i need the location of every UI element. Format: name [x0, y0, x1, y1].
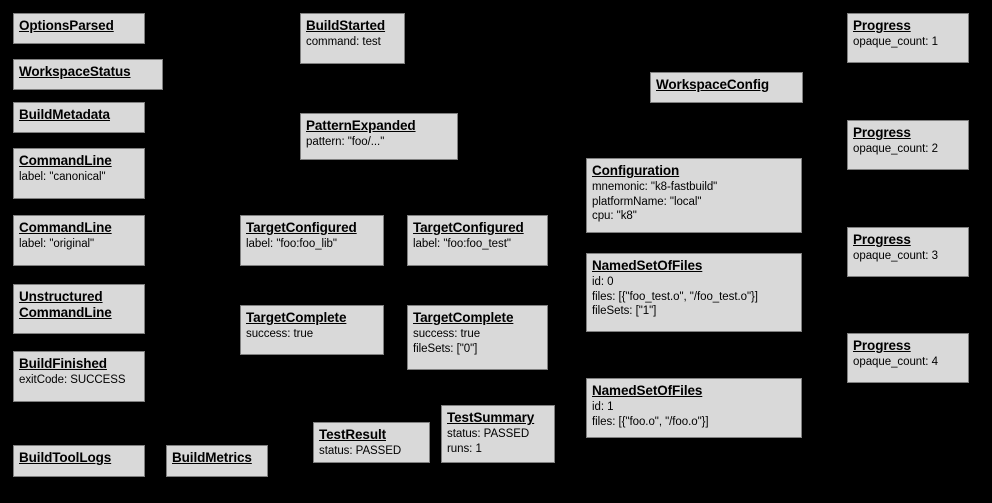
- node-fields: success: true: [246, 327, 378, 342]
- node-field: files: [{"foo_test.o", "/foo_test.o"}]: [592, 290, 758, 303]
- node-command-line-canonical[interactable]: CommandLine label: "canonical": [13, 148, 145, 199]
- node-title: NamedSetOfFiles: [592, 383, 703, 398]
- node-title: BuildFinished: [19, 356, 107, 371]
- node-build-finished[interactable]: BuildFinished exitCode: SUCCESS: [13, 351, 145, 402]
- node-fields: status: PASSED: [319, 444, 424, 459]
- node-fields: opaque_count: 2: [853, 142, 963, 157]
- node-configuration[interactable]: Configuration mnemonic: "k8-fastbuild" pla…: [586, 158, 802, 233]
- node-fields: label: "foo:foo_lib": [246, 237, 378, 252]
- node-title: OptionsParsed: [19, 18, 114, 33]
- node-test-summary[interactable]: TestSummary status: PASSED runs: 1: [441, 405, 555, 463]
- node-field: opaque_count: 2: [853, 142, 938, 155]
- node-field: pattern: "foo/...": [306, 135, 385, 148]
- node-build-started[interactable]: BuildStarted command: test: [300, 13, 405, 64]
- node-title: Progress: [853, 18, 911, 33]
- node-progress-2[interactable]: Progress opaque_count: 2: [847, 120, 969, 170]
- node-pattern-expanded[interactable]: PatternExpanded pattern: "foo/...": [300, 113, 458, 160]
- node-target-configured-foo-test[interactable]: TargetConfigured label: "foo:foo_test": [407, 215, 548, 266]
- node-title: WorkspaceConfig: [656, 77, 770, 92]
- node-title: BuildMetadata: [19, 107, 110, 122]
- node-field: cpu: "k8": [592, 210, 637, 223]
- node-build-metrics[interactable]: BuildMetrics: [166, 445, 268, 477]
- node-fields: id: 0 files: [{"foo_test.o", "/foo_test.o…: [592, 275, 796, 319]
- node-fields: label: "original": [19, 237, 139, 252]
- node-field: success: true: [246, 327, 314, 340]
- node-field: platformName: "local": [592, 195, 702, 208]
- node-fields: id: 1 files: [{"foo.o", "/foo.o"}]: [592, 400, 796, 429]
- node-fields: opaque_count: 4: [853, 355, 963, 370]
- node-build-metadata[interactable]: BuildMetadata: [13, 102, 145, 133]
- node-progress-1[interactable]: Progress opaque_count: 1: [847, 13, 969, 63]
- node-unstructured-command-line[interactable]: Unstructured CommandLine: [13, 284, 145, 334]
- node-progress-3[interactable]: Progress opaque_count: 3: [847, 227, 969, 277]
- node-field: label: "foo:foo_lib": [246, 237, 337, 250]
- node-fields: mnemonic: "k8-fastbuild" platformName: "l…: [592, 180, 796, 224]
- node-options-parsed[interactable]: OptionsParsed: [13, 13, 145, 44]
- node-title: Unstructured CommandLine: [19, 289, 112, 320]
- node-title: TargetConfigured: [246, 220, 357, 235]
- node-build-tool-logs[interactable]: BuildToolLogs: [13, 445, 145, 477]
- node-field: status: PASSED: [319, 444, 402, 457]
- node-fields: opaque_count: 1: [853, 35, 963, 50]
- node-fields: label: "foo:foo_test": [413, 237, 542, 252]
- node-fields: command: test: [306, 35, 399, 50]
- node-field: files: [{"foo.o", "/foo.o"}]: [592, 415, 709, 428]
- node-test-result[interactable]: TestResult status: PASSED: [313, 422, 430, 463]
- node-workspace-config[interactable]: WorkspaceConfig: [650, 72, 803, 103]
- node-field: fileSets: ["1"]: [592, 305, 657, 318]
- node-command-line-original[interactable]: CommandLine label: "original": [13, 215, 145, 266]
- node-fields: exitCode: SUCCESS: [19, 373, 139, 388]
- node-title: Progress: [853, 232, 911, 247]
- node-title: BuildMetrics: [172, 450, 252, 465]
- node-field: label: "canonical": [19, 170, 106, 183]
- node-title: BuildStarted: [306, 18, 386, 33]
- node-target-complete-test[interactable]: TargetComplete success: true fileSets: ["0…: [407, 305, 548, 370]
- node-title: Configuration: [592, 163, 680, 178]
- node-field: mnemonic: "k8-fastbuild": [592, 180, 718, 193]
- node-field: fileSets: ["0"]: [413, 342, 478, 355]
- node-title: TargetComplete: [246, 310, 347, 325]
- node-title: TargetComplete: [413, 310, 514, 325]
- node-field: opaque_count: 3: [853, 249, 938, 262]
- node-title: CommandLine: [19, 153, 112, 168]
- node-field: command: test: [306, 35, 381, 48]
- node-named-set-of-files-1[interactable]: NamedSetOfFiles id: 1 files: [{"foo.o", "/…: [586, 378, 802, 438]
- node-workspace-status[interactable]: WorkspaceStatus: [13, 59, 163, 90]
- node-field: label: "foo:foo_test": [413, 237, 511, 250]
- node-title: Progress: [853, 338, 911, 353]
- node-fields: pattern: "foo/...": [306, 135, 452, 150]
- node-title: NamedSetOfFiles: [592, 258, 703, 273]
- node-field: success: true: [413, 327, 481, 340]
- node-fields: success: true fileSets: ["0"]: [413, 327, 542, 356]
- node-field: runs: 1: [447, 442, 482, 455]
- node-field: label: "original": [19, 237, 95, 250]
- node-field: id: 1: [592, 400, 614, 413]
- node-named-set-of-files-0[interactable]: NamedSetOfFiles id: 0 files: [{"foo_test.o…: [586, 253, 802, 332]
- node-field: opaque_count: 4: [853, 355, 938, 368]
- node-field: status: PASSED: [447, 427, 530, 440]
- node-field: opaque_count: 1: [853, 35, 938, 48]
- node-fields: opaque_count: 3: [853, 249, 963, 264]
- node-title: TestResult: [319, 427, 387, 442]
- node-fields: label: "canonical": [19, 170, 139, 185]
- node-title: BuildToolLogs: [19, 450, 112, 465]
- node-field: exitCode: SUCCESS: [19, 373, 126, 386]
- node-title: TestSummary: [447, 410, 535, 425]
- node-fields: status: PASSED runs: 1: [447, 427, 549, 456]
- node-title: CommandLine: [19, 220, 112, 235]
- node-title: PatternExpanded: [306, 118, 416, 133]
- node-title: WorkspaceStatus: [19, 64, 131, 79]
- node-target-complete-lib[interactable]: TargetComplete success: true: [240, 305, 384, 355]
- node-progress-4[interactable]: Progress opaque_count: 4: [847, 333, 969, 383]
- node-title: Progress: [853, 125, 911, 140]
- node-field: id: 0: [592, 275, 614, 288]
- node-target-configured-foo-lib[interactable]: TargetConfigured label: "foo:foo_lib": [240, 215, 384, 266]
- node-title: TargetConfigured: [413, 220, 524, 235]
